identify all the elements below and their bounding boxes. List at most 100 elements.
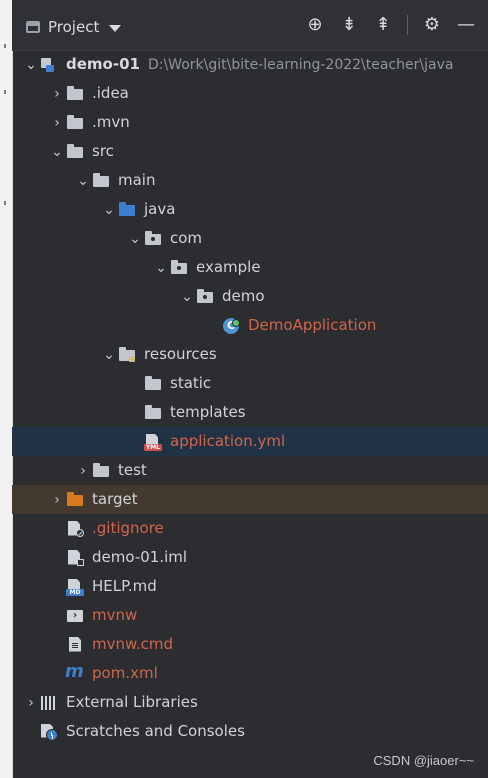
collapse-arrow-icon[interactable]: ⌄ xyxy=(51,143,63,160)
folder-icon xyxy=(144,375,162,393)
spring-class-icon: C xyxy=(222,317,240,335)
tree-row-help-md[interactable]: MD HELP.md xyxy=(12,572,488,601)
tree-label: DemoApplication xyxy=(248,316,377,334)
tree-label: mvnw.cmd xyxy=(92,635,174,653)
md-badge: MD xyxy=(66,588,84,596)
edge-mark xyxy=(4,201,6,205)
tree-label: .gitignore xyxy=(92,519,164,537)
expand-all-icon[interactable]: ⇟ xyxy=(341,14,357,35)
scratches-icon xyxy=(40,723,58,741)
tree-label: demo-01 xyxy=(66,55,140,73)
watermark: CSDN @jiaoer~~ xyxy=(373,753,474,768)
collapse-arrow-icon[interactable]: ⌄ xyxy=(181,288,193,305)
tree-row-example[interactable]: ⌄ example xyxy=(12,253,488,282)
collapse-arrow-icon[interactable]: ⌄ xyxy=(77,172,89,189)
collapse-arrow-icon[interactable]: ⌄ xyxy=(103,201,115,218)
tree-row-mvnw-cmd[interactable]: mvnw.cmd xyxy=(12,630,488,659)
project-view-switcher[interactable]: Project xyxy=(26,14,122,40)
tree-label: src xyxy=(92,142,114,160)
tree-label: Scratches and Consoles xyxy=(66,722,245,740)
toolbar-actions: ⊕ ⇟ ⇞ ⚙ — xyxy=(305,11,476,39)
iml-file-icon xyxy=(66,549,84,567)
terminal-file-icon: › xyxy=(66,607,84,625)
project-title: Project xyxy=(48,18,100,36)
tree-label: HELP.md xyxy=(92,577,157,595)
yaml-file-icon: YML xyxy=(144,433,162,451)
tree-row-com[interactable]: ⌄ com xyxy=(12,224,488,253)
excluded-folder-icon xyxy=(66,491,84,509)
tree-row-templates[interactable]: templates xyxy=(12,398,488,427)
tree-label: application.yml xyxy=(170,432,286,450)
project-toolbar: Project ⊕ ⇟ ⇞ ⚙ — xyxy=(12,0,488,51)
tree-label: static xyxy=(170,374,212,392)
tree-row-demo[interactable]: ⌄ demo xyxy=(12,282,488,311)
minimize-icon[interactable]: — xyxy=(457,14,475,35)
tree-row-pom-xml[interactable]: m pom.xml xyxy=(12,659,488,688)
folder-icon xyxy=(92,462,110,480)
tree-row-demo-01[interactable]: ⌄ demo-01 D:\Work\git\bite-learning-2022… xyxy=(12,50,488,79)
tree-label: com xyxy=(170,229,203,247)
maven-icon: m xyxy=(65,660,84,682)
locate-icon[interactable]: ⊕ xyxy=(307,14,323,35)
edge-mark xyxy=(4,44,6,48)
project-tree: ⌄ demo-01 D:\Work\git\bite-learning-2022… xyxy=(12,50,488,778)
tree-row-scratches[interactable]: Scratches and Consoles xyxy=(12,717,488,746)
folder-icon xyxy=(144,404,162,422)
dropdown-caret-icon xyxy=(109,24,122,32)
edge-mark xyxy=(4,90,6,94)
package-icon xyxy=(144,230,162,248)
tree-label: templates xyxy=(170,403,246,421)
collapse-arrow-icon[interactable]: ⌄ xyxy=(155,259,167,276)
tree-row-static[interactable]: static xyxy=(12,369,488,398)
folder-icon xyxy=(66,143,84,161)
library-icon xyxy=(40,694,58,712)
tree-label: target xyxy=(92,490,138,508)
source-folder-icon xyxy=(118,201,136,219)
module-icon xyxy=(40,56,58,74)
tree-row-java[interactable]: ⌄ java xyxy=(12,195,488,224)
gear-icon[interactable]: ⚙ xyxy=(423,14,441,35)
tree-label: example xyxy=(196,258,261,276)
tree-row-application-yml[interactable]: YML application.yml xyxy=(12,427,488,456)
tree-row-main[interactable]: ⌄ main xyxy=(12,166,488,195)
tree-row-mvn[interactable]: › .mvn xyxy=(12,108,488,137)
expand-arrow-icon[interactable]: › xyxy=(54,491,60,508)
tree-row-resources[interactable]: ⌄ resources xyxy=(12,340,488,369)
tree-row-demo-01-iml[interactable]: demo-01.iml xyxy=(12,543,488,572)
tree-label: mvnw xyxy=(92,606,138,624)
folder-icon xyxy=(66,114,84,132)
yml-badge: YML xyxy=(144,443,162,451)
folder-icon xyxy=(92,172,110,190)
tree-label: java xyxy=(144,200,176,218)
tree-row-external-libraries[interactable]: › External Libraries xyxy=(12,688,488,717)
left-edge-strip xyxy=(0,0,13,778)
expand-arrow-icon[interactable]: › xyxy=(28,694,34,711)
tree-row-test[interactable]: › test xyxy=(12,456,488,485)
tree-row-gitignore[interactable]: .gitignore xyxy=(12,514,488,543)
tree-row-demoapplication[interactable]: C DemoApplication xyxy=(12,311,488,340)
tree-row-src[interactable]: ⌄ src xyxy=(12,137,488,166)
collapse-arrow-icon[interactable]: ⌄ xyxy=(25,56,37,73)
expand-arrow-icon[interactable]: › xyxy=(80,462,86,479)
tree-label: External Libraries xyxy=(66,693,198,711)
tree-row-mvnw[interactable]: › mvnw xyxy=(12,601,488,630)
package-icon xyxy=(170,259,188,277)
tree-row-target[interactable]: › target xyxy=(12,485,488,514)
collapse-arrow-icon[interactable]: ⌄ xyxy=(129,230,141,247)
expand-arrow-icon[interactable]: › xyxy=(54,85,60,102)
toolbar-divider xyxy=(407,15,408,35)
tree-row-idea[interactable]: › .idea xyxy=(12,79,488,108)
tree-label: demo xyxy=(222,287,265,305)
module-path: D:\Work\git\bite-learning-2022\teacher\j… xyxy=(147,56,454,73)
tree-label: pom.xml xyxy=(92,664,158,682)
tree-label: test xyxy=(118,461,147,479)
project-window-icon xyxy=(26,21,40,33)
tree-label: main xyxy=(118,171,156,189)
expand-arrow-icon[interactable]: › xyxy=(54,114,60,131)
tree-label: .idea xyxy=(92,84,129,102)
collapse-arrow-icon[interactable]: ⌄ xyxy=(103,346,115,363)
collapse-all-icon[interactable]: ⇞ xyxy=(375,14,391,35)
markdown-file-icon: MD xyxy=(66,578,84,596)
tree-label: .mvn xyxy=(92,113,130,131)
